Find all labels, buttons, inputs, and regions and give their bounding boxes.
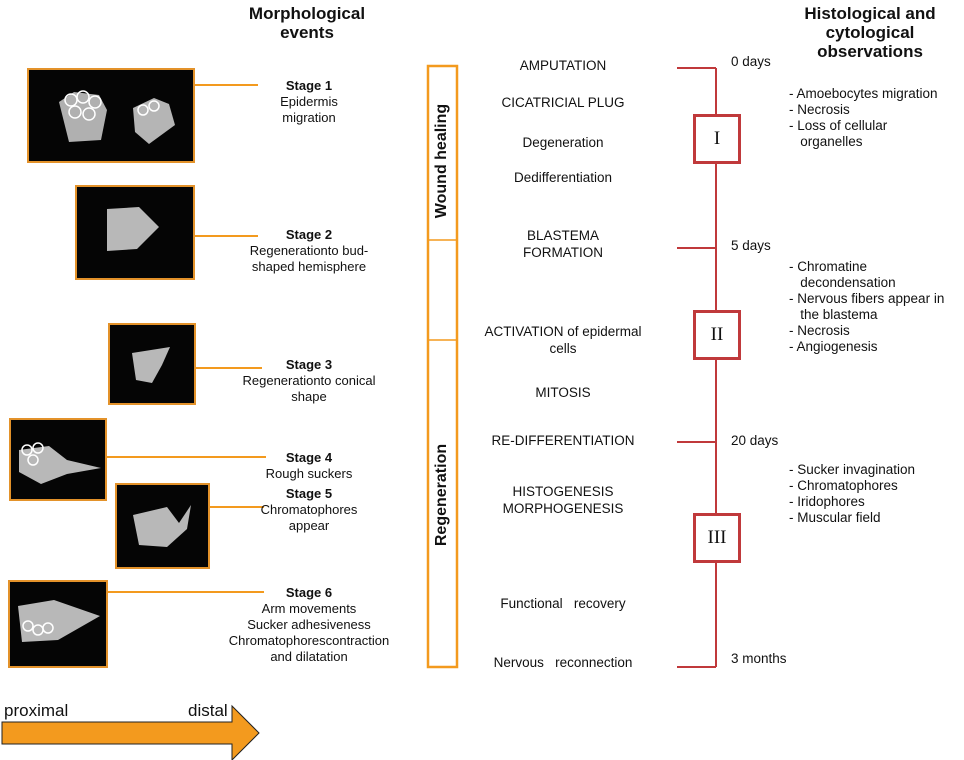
stage-1-photo xyxy=(27,68,195,163)
phase-box-I: I xyxy=(693,114,741,164)
stage-title: Stage 6 xyxy=(285,585,333,600)
observation-item: - Amoebocytes migration xyxy=(789,86,938,101)
header-line: Morphological xyxy=(248,4,366,23)
stage-title: Stage 2 xyxy=(285,227,333,242)
observation-item: - Chromatine xyxy=(789,259,868,274)
event-text: HISTOGENESIS xyxy=(512,484,614,499)
phase-bracket xyxy=(426,64,459,669)
event-text: ACTIVATION of epidermal xyxy=(484,324,642,339)
header-line: events xyxy=(280,23,334,42)
time-label-0-days: 0 days xyxy=(731,54,771,69)
header-line: cytological xyxy=(825,23,915,42)
stage-desc: Epidermis xyxy=(280,94,338,109)
arrow-label-proximal: proximal xyxy=(4,701,69,720)
observation-item: - Nervous fibers appear in xyxy=(789,291,945,306)
event-text: Nervous reconnection xyxy=(493,655,633,670)
stage-desc: Chromatophores xyxy=(260,502,358,517)
arrow-label-distal: distal xyxy=(188,701,228,720)
stage-3-photo xyxy=(108,323,196,405)
event-text: FORMATION xyxy=(523,245,603,260)
observation-item: - Angiogenesis xyxy=(789,339,878,354)
stage-2-label: Stage 2 Regenerationto bud- shaped hemis… xyxy=(199,227,419,275)
stage-3-label: Stage 3 Regenerationto conical shape xyxy=(199,357,419,405)
observation-item: - Loss of cellular xyxy=(789,118,888,133)
stage-desc: Chromatophorescontraction xyxy=(228,633,390,648)
stage-6-label: Stage 6 Arm movements Sucker adhesivenes… xyxy=(199,585,419,665)
event-text: RE-DIFFERENTIATION xyxy=(491,433,635,448)
observation-item: organelles xyxy=(789,134,863,149)
stage-4-photo xyxy=(9,418,107,501)
observation-item: - Iridophores xyxy=(789,494,865,509)
morphological-events-header: Morphological events xyxy=(232,4,382,42)
stage-6-photo xyxy=(8,580,108,668)
event-text: MITOSIS xyxy=(535,385,591,400)
event-activation: ACTIVATION of epidermal cells xyxy=(443,323,683,357)
stage-title: Stage 5 xyxy=(285,486,333,501)
proximal-distal-arrow xyxy=(1,704,260,760)
header-line: observations xyxy=(817,42,923,61)
event-blastema-formation: BLASTEMA FORMATION xyxy=(443,227,683,261)
event-text: Functional recovery xyxy=(500,596,626,611)
observations-phase-III: - Sucker invagination - Chromatophores -… xyxy=(789,462,915,526)
event-text: AMPUTATION xyxy=(519,58,607,73)
stage-desc: appear xyxy=(288,518,330,533)
event-histogenesis: HISTOGENESIS MORPHOGENESIS xyxy=(443,483,683,517)
stage-desc: Arm movements xyxy=(261,601,357,616)
observations-phase-I: - Amoebocytes migration - Necrosis - Los… xyxy=(789,86,938,150)
time-label-20-days: 20 days xyxy=(731,433,779,448)
stage-desc: Rough suckers xyxy=(265,466,353,481)
stage-5-photo xyxy=(115,483,210,569)
phase-box-II: II xyxy=(693,310,741,360)
event-text: MORPHOGENESIS xyxy=(502,501,624,516)
observation-item: - Necrosis xyxy=(789,102,850,117)
event-nervous-reconnection: Nervous reconnection xyxy=(443,620,683,688)
stage-1-label: Stage 1 Epidermis migration xyxy=(199,78,419,126)
stage-desc: and dilatation xyxy=(270,649,348,664)
stage-4-label: Stage 4 Rough suckers xyxy=(199,450,419,482)
observation-item: the blastema xyxy=(789,307,878,322)
observation-item: - Muscular field xyxy=(789,510,881,525)
stage-desc: migration xyxy=(282,110,336,125)
observation-item: decondensation xyxy=(789,275,896,290)
event-text: cells xyxy=(549,341,577,356)
stage-desc: shape xyxy=(291,389,327,404)
event-functional-recovery: Functional recovery xyxy=(443,561,683,629)
stage-title: Stage 1 xyxy=(285,78,333,93)
stage-desc: Regenerationto conical xyxy=(242,373,376,388)
event-amputation: AMPUTATION xyxy=(443,57,683,74)
event-dedifferentiation: Dedifferentiation xyxy=(443,169,683,186)
wound-healing-label: Wound healing xyxy=(433,103,450,219)
stage-desc: Sucker adhesiveness xyxy=(247,617,371,632)
stage-desc: shaped hemisphere xyxy=(251,259,367,274)
stage-2-photo xyxy=(75,185,195,280)
event-degeneration: Degeneration xyxy=(443,134,683,151)
header-line: Histological and xyxy=(804,4,936,23)
event-text: BLASTEMA xyxy=(526,228,600,243)
observation-item: - Necrosis xyxy=(789,323,850,338)
observation-item: - Sucker invagination xyxy=(789,462,916,477)
event-cicatricial-plug: CICATRICIAL PLUG xyxy=(443,94,683,111)
stage-title: Stage 3 xyxy=(285,357,333,372)
event-text: Dedifferentiation xyxy=(513,170,613,185)
stage-title: Stage 4 xyxy=(285,450,333,465)
stage-5-label: Stage 5 Chromatophores appear xyxy=(199,486,419,534)
event-re-differentiation: RE-DIFFERENTIATION xyxy=(443,432,683,449)
time-label-5-days: 5 days xyxy=(731,238,771,253)
phase-box-III: III xyxy=(693,513,741,563)
event-mitosis: MITOSIS xyxy=(443,384,683,401)
event-text: CICATRICIAL PLUG xyxy=(501,95,625,110)
event-text: Degeneration xyxy=(522,135,604,150)
observation-item: - Chromatophores xyxy=(789,478,898,493)
stage-desc: Regenerationto bud- xyxy=(249,243,369,258)
observations-phase-II: - Chromatine decondensation - Nervous fi… xyxy=(789,259,944,355)
time-label-3-months: 3 months xyxy=(731,651,787,666)
histological-observations-header: Histological and cytological observation… xyxy=(780,4,960,61)
